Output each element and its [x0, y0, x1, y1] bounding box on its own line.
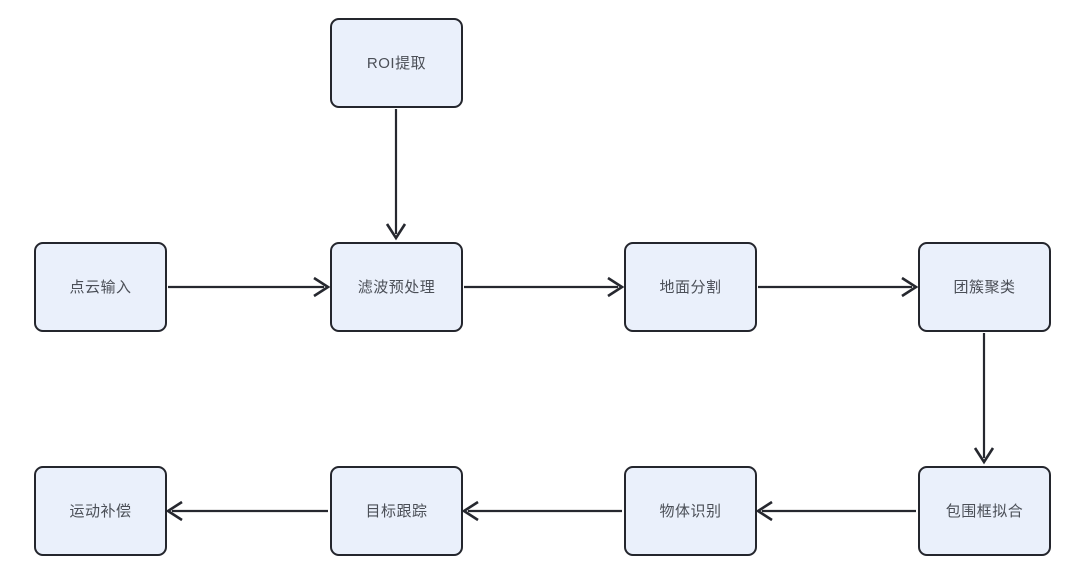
node-object-recognition[interactable]: 物体识别 — [624, 466, 757, 556]
node-motion-compensation-label: 运动补偿 — [69, 502, 132, 520]
node-point-cloud-input[interactable]: 点云输入 — [34, 242, 167, 332]
node-ground-segmentation[interactable]: 地面分割 — [624, 242, 757, 332]
node-filter-preprocess[interactable]: 滤波预处理 — [330, 242, 463, 332]
node-target-tracking[interactable]: 目标跟踪 — [330, 466, 463, 556]
node-ground-segmentation-label: 地面分割 — [659, 278, 722, 296]
node-bounding-box-fit-label: 包围框拟合 — [945, 502, 1024, 520]
edge-cluster-to-bbox — [973, 333, 995, 465]
edge-filter-to-ground — [464, 276, 625, 298]
node-motion-compensation[interactable]: 运动补偿 — [34, 466, 167, 556]
edge-track-to-motion — [165, 500, 328, 522]
node-roi-label: ROI提取 — [366, 54, 427, 72]
node-point-cloud-input-label: 点云输入 — [69, 278, 132, 296]
node-cluster[interactable]: 团簇聚类 — [918, 242, 1051, 332]
edge-input-to-filter — [168, 276, 331, 298]
node-target-tracking-label: 目标跟踪 — [365, 502, 428, 520]
edge-ground-to-cluster — [758, 276, 919, 298]
node-cluster-label: 团簇聚类 — [953, 278, 1016, 296]
edge-recognize-to-track — [461, 500, 622, 522]
node-filter-preprocess-label: 滤波预处理 — [357, 278, 436, 296]
edge-bbox-to-recognize — [755, 500, 916, 522]
node-object-recognition-label: 物体识别 — [659, 502, 722, 520]
node-bounding-box-fit[interactable]: 包围框拟合 — [918, 466, 1051, 556]
node-roi[interactable]: ROI提取 — [330, 18, 463, 108]
edge-roi-to-filter — [385, 109, 407, 241]
